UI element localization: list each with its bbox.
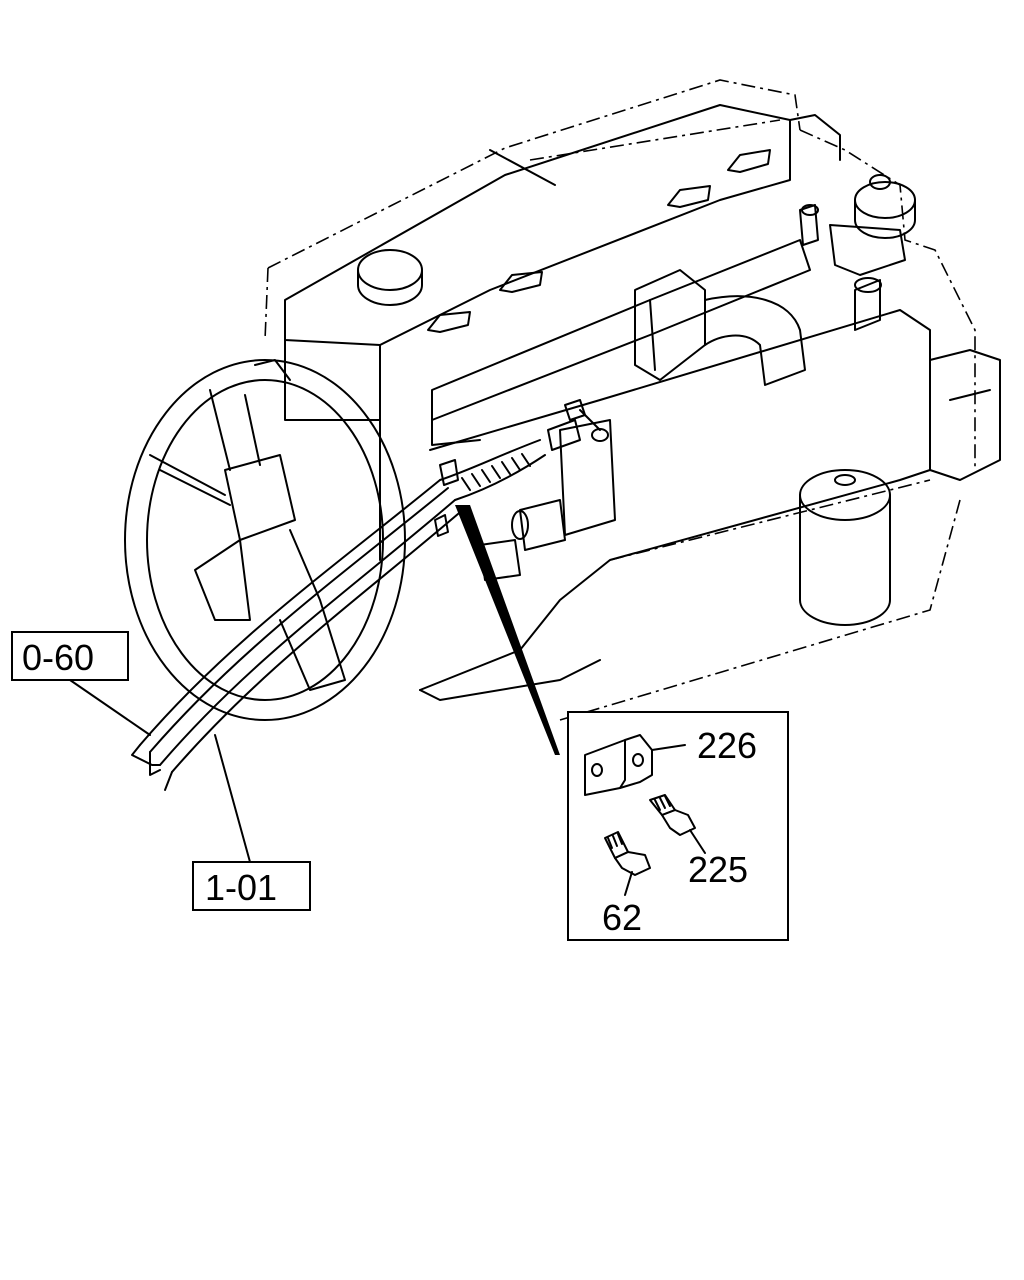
thermostat-housing [799,174,916,276]
reference-label-0-60: 0-60 [11,631,151,736]
engine-block [264,79,1001,721]
cooling-fan [124,359,406,721]
oil-filter [799,469,891,626]
part-number-62: 62 [602,897,642,938]
reference-text-0-60: 0-60 [22,637,94,678]
part-number-225: 225 [688,849,748,890]
detail-leader-wedge [455,505,560,755]
bolt-part [604,831,651,876]
detail-inset: 226 225 62 [567,711,789,941]
injector-nozzles [427,149,771,333]
small-bolt-part [649,794,696,836]
intake-elbow [634,269,806,386]
clamp-bracket-part [584,734,653,796]
reference-label-1-01: 1-01 [192,734,311,911]
control-cables [131,399,609,791]
part-number-226: 226 [697,725,757,766]
reference-text-1-01: 1-01 [205,867,277,908]
